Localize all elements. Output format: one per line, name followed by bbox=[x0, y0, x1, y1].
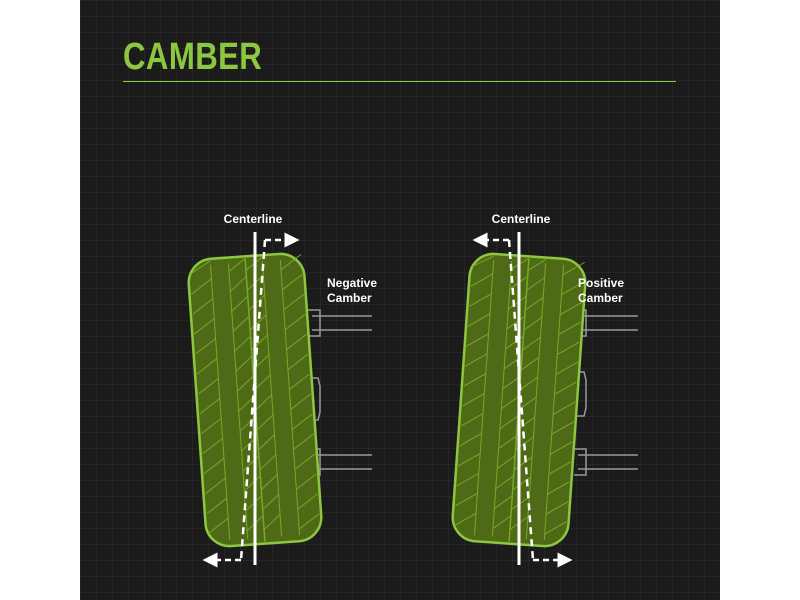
camber-label-line1: Negative bbox=[327, 276, 377, 290]
title-divider bbox=[123, 81, 676, 82]
centerline-label: Centerline bbox=[492, 212, 551, 226]
page-title: CAMBER bbox=[123, 36, 263, 78]
tilt-axis-dashed-line bbox=[507, 239, 535, 561]
suspension-arm-icon bbox=[574, 309, 638, 476]
negative-camber-diagram: Centerline Negative Camber bbox=[187, 212, 377, 568]
camber-label-line2: Camber bbox=[578, 291, 623, 305]
positive-camber-diagram: Centerline Positive Camber bbox=[451, 212, 638, 568]
camber-panel: CAMBER bbox=[80, 0, 720, 600]
camber-label-line1: Positive bbox=[578, 276, 624, 290]
camber-diagram: Centerline Negative Camber bbox=[187, 212, 638, 568]
camber-label-line2: Camber bbox=[327, 291, 372, 305]
centerline-label: Centerline bbox=[224, 212, 283, 226]
tilt-axis-dashed-line bbox=[239, 239, 267, 561]
